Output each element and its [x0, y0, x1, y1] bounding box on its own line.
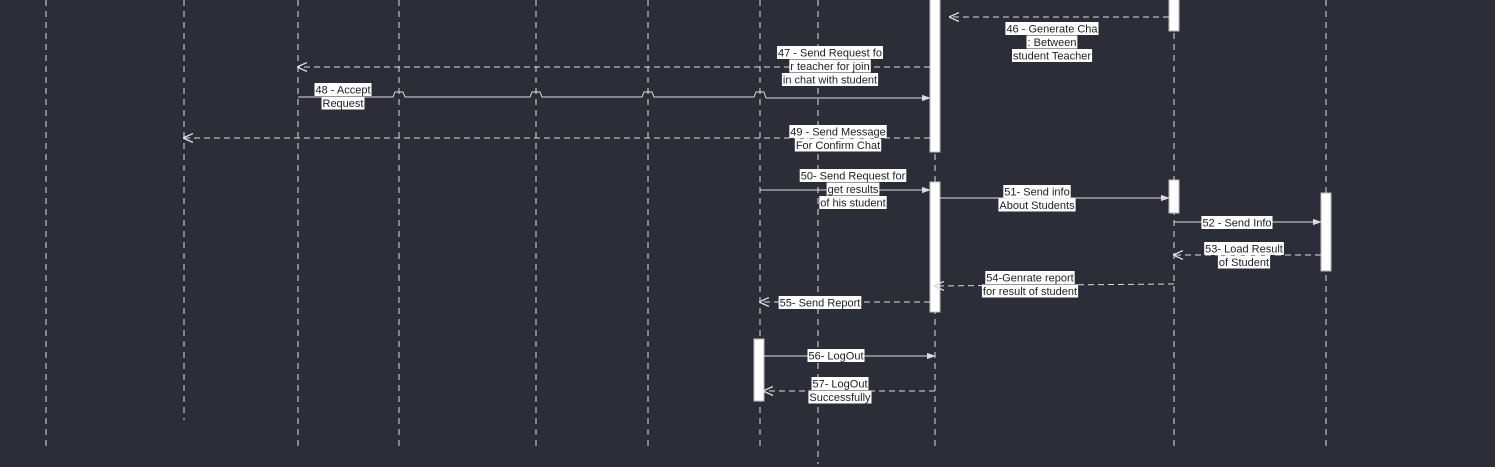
- message-48-arrow: [298, 91, 931, 102]
- message-53-label-line-1: 53- Load Result: [1205, 244, 1283, 256]
- message-51-label-bg-1: [1003, 185, 1071, 198]
- message-50-label-line-2: get results: [828, 184, 879, 196]
- message-52-label-bg-1: [1201, 216, 1273, 229]
- message-55-label-line-1: 55- Send Report: [780, 298, 861, 310]
- message-50-label-line-3: of his student: [820, 198, 885, 210]
- message-57-label-line-2: Successfully: [809, 392, 871, 404]
- message-47-label-bg-3: [781, 73, 879, 86]
- message-48-label-bg-1: [314, 83, 372, 96]
- message-54-label-bg-1: [985, 271, 1075, 284]
- message-46-label-bg-1: [1005, 22, 1099, 35]
- message-46: 46 - Generate Cha: Between student Teache…: [950, 17, 1169, 63]
- message-49-label-bg-1: [789, 125, 887, 138]
- message-54-label-line-1: 54-Genrate report: [986, 273, 1073, 285]
- message-50-label-line-1: 50- Send Request for: [801, 171, 906, 183]
- message-52-label-line-1: 52 - Send Info: [1202, 218, 1271, 230]
- activation-bar-6: [753, 338, 765, 402]
- activation-bar-2: [1168, 0, 1180, 32]
- message-50-label-bg-3: [819, 196, 887, 209]
- message-46-label-line-2: : Between: [1028, 37, 1077, 49]
- message-56: 56- LogOut: [764, 349, 936, 363]
- message-48-label-line-2: Request: [323, 98, 364, 110]
- message-51-label-line-1: 51- Send info: [1004, 187, 1069, 199]
- message-46-label-line-1: 46 - Generate Cha: [1006, 24, 1098, 36]
- message-48-label-line-1: 48 - Accept: [315, 85, 370, 97]
- message-56-label-bg-1: [807, 349, 865, 362]
- message-49-label-line-1: 49 - Send Message: [790, 127, 885, 139]
- message-46-label-bg-3: [1012, 49, 1093, 62]
- message-53-label-bg-2: [1217, 255, 1271, 269]
- message-47-label-line-1: 47 - Send Request fo: [778, 48, 882, 60]
- message-47: 47 - Send Request for teacher for join in…: [298, 46, 930, 87]
- message-49-label-line-2: For Confirm Chat: [796, 140, 880, 152]
- message-57-label-line-1: 57- LogOut: [812, 379, 867, 391]
- message-50-label-bg-1: [799, 169, 907, 182]
- message-52: 52 - Send Info: [1174, 216, 1322, 230]
- message-56-label-line-1: 56- LogOut: [808, 351, 863, 363]
- message-51-label-bg-2: [998, 198, 1076, 212]
- activation-bar-4: [1168, 179, 1180, 214]
- message-57-label-bg-1: [811, 377, 869, 390]
- message-55: 55- Send Report: [760, 296, 930, 310]
- message-53-label-bg-1: [1204, 242, 1284, 255]
- message-47-label-line-3: in chat with student: [783, 75, 877, 87]
- message-54-label-line-2: for result of student: [983, 286, 1077, 298]
- activation-bar-3: [929, 181, 941, 313]
- message-50-label-bg-2: [826, 182, 880, 196]
- message-51-label-line-2: About Students: [999, 200, 1075, 212]
- message-47-label-line-2: r teacher for join: [790, 61, 869, 73]
- message-49-label-bg-2: [794, 138, 882, 152]
- activation-bar-5: [1320, 192, 1332, 272]
- message-47-label-bg-1: [777, 46, 883, 59]
- message-48-label-bg-2: [321, 96, 365, 110]
- message-46-label-line-3: student Teacher: [1013, 51, 1091, 63]
- message-55-label-bg-1: [778, 296, 862, 309]
- message-54-label-bg-2: [981, 284, 1079, 298]
- message-46-label-bg-2: [1026, 35, 1078, 49]
- message-57-label-bg-2: [808, 390, 872, 404]
- activation-bar-1: [929, 0, 941, 153]
- message-47-label-bg-2: [789, 59, 871, 73]
- message-53-label-line-2: of Student: [1219, 257, 1269, 269]
